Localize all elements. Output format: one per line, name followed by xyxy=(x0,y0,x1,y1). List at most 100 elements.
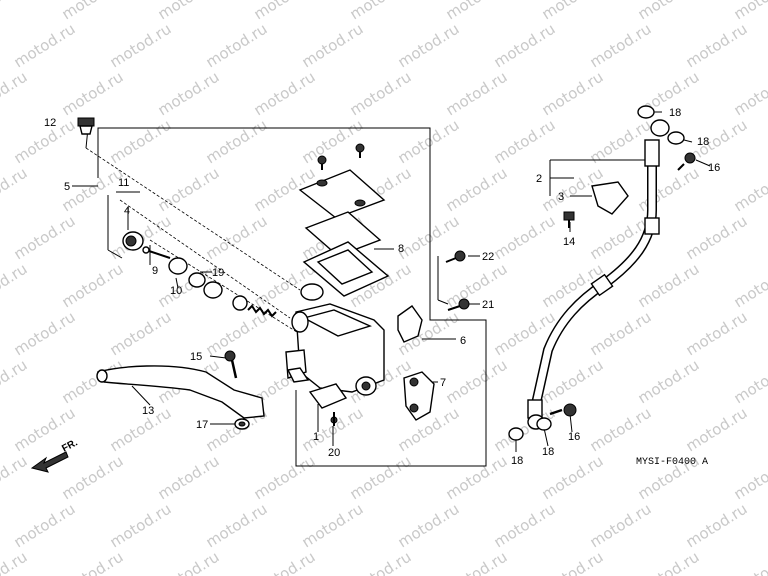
watermark-text: motod.ru xyxy=(443,548,511,576)
watermark-text: motod.ru xyxy=(0,164,30,216)
watermark-text: motod.ru xyxy=(155,452,223,504)
watermark-text: motod.ru xyxy=(635,260,703,312)
watermark-text: motod.ru xyxy=(0,68,30,120)
watermark-text: motod.ru xyxy=(11,20,79,72)
callout-label: 11 xyxy=(118,177,129,189)
watermark-text: motod.ru xyxy=(443,452,511,504)
watermark-text: motod.ru xyxy=(491,20,559,72)
watermark-text: motod.ru xyxy=(0,260,30,312)
front-direction-arrow xyxy=(30,451,69,473)
watermark-text: motod.ru xyxy=(683,212,751,264)
watermark-text: motod.ru xyxy=(0,548,30,576)
bolts-16 xyxy=(549,152,696,417)
diagram-code: MYSI-F0400 A xyxy=(636,457,708,468)
callout-label: 18 xyxy=(697,136,709,148)
watermark-text: motod.ru xyxy=(251,68,319,120)
callout-label: 7 xyxy=(440,377,446,389)
watermark-text: motod.ru xyxy=(395,212,463,264)
watermark-text: motod.ru xyxy=(107,404,175,456)
pushrod-9 xyxy=(142,246,171,259)
brake-hose-2 xyxy=(527,119,670,430)
watermark-text: motod.ru xyxy=(395,116,463,168)
callout-labels: 1234567891011121314151616171818181819202… xyxy=(44,107,720,467)
watermark-text: motod.ru xyxy=(731,0,768,23)
watermark-text: motod.ru xyxy=(587,500,655,552)
callout-label: 16 xyxy=(568,431,580,443)
watermark-text: motod.ru xyxy=(251,548,319,576)
watermark-text: motod.ru xyxy=(107,500,175,552)
callout-label: 18 xyxy=(511,455,523,467)
watermark-text: motod.ru xyxy=(491,500,559,552)
watermark-text: motod.ru xyxy=(0,356,30,408)
callout-label: 6 xyxy=(460,335,466,347)
callout-label: 20 xyxy=(328,447,340,459)
callout-label: 22 xyxy=(482,251,494,263)
watermark-text: motod.ru xyxy=(683,500,751,552)
callout-label: 5 xyxy=(64,181,70,193)
switch-1 xyxy=(308,383,348,426)
watermark-text: motod.ru xyxy=(635,548,703,576)
callout-label: 1 xyxy=(313,431,319,443)
watermark-text: motod.ru xyxy=(155,68,223,120)
watermark-text: motod.ru xyxy=(11,308,79,360)
callout-label: 13 xyxy=(142,405,154,417)
lever-13 xyxy=(96,365,265,419)
holder-6 xyxy=(397,305,423,343)
watermark-text: motod.ru xyxy=(155,164,223,216)
direction-label: FR. xyxy=(60,437,80,454)
bolt-12 xyxy=(77,117,95,135)
bolt-15 xyxy=(224,350,238,379)
watermark-text: motod.ru xyxy=(203,500,271,552)
watermark-text: motod.ru xyxy=(299,20,367,72)
callout-label: 12 xyxy=(44,117,56,129)
watermark-text: motod.ru xyxy=(491,212,559,264)
watermark-text: motod.ru xyxy=(107,308,175,360)
watermark-text: motod.ru xyxy=(683,404,751,456)
watermark-text: motod.ru xyxy=(59,452,127,504)
clamp-3 xyxy=(591,181,629,215)
watermark-text: motod.ru xyxy=(587,404,655,456)
piston-set-10 xyxy=(168,257,277,318)
watermark-text: motod.ru xyxy=(731,452,768,504)
boot-4 xyxy=(122,231,144,251)
callout-label: 9 xyxy=(152,265,158,277)
callout-label: 8 xyxy=(398,243,404,255)
master-cylinder-body xyxy=(285,303,385,396)
watermark-text: motod.ru xyxy=(395,500,463,552)
bolts-21-22 xyxy=(445,250,470,311)
watermark-text: motod.ru xyxy=(587,308,655,360)
watermark-text: motod.ru xyxy=(299,500,367,552)
callout-label: 21 xyxy=(482,299,494,311)
holder-7 xyxy=(403,371,435,421)
watermark-text: motod.ru xyxy=(347,68,415,120)
watermark-text: motod.ru xyxy=(635,164,703,216)
watermark-text: motod.ru xyxy=(203,116,271,168)
watermark-text: motod.ru xyxy=(491,116,559,168)
callout-label: 14 xyxy=(563,236,575,248)
plate-small xyxy=(300,283,324,301)
callout-label: 19 xyxy=(212,267,224,279)
watermark-text: motod.ru xyxy=(683,20,751,72)
callout-label: 17 xyxy=(196,419,208,431)
watermark-text: motod.ru xyxy=(731,68,768,120)
watermark-text: motod.ru xyxy=(539,68,607,120)
watermark-text: motod.ru xyxy=(683,308,751,360)
callout-label: 2 xyxy=(536,173,542,185)
watermark-text: motod.ru xyxy=(443,68,511,120)
callout-label: 15 xyxy=(190,351,202,363)
watermark-text: motod.ru xyxy=(107,20,175,72)
watermark-text: motod.ru xyxy=(59,68,127,120)
watermark-text: motod.ru xyxy=(731,164,768,216)
watermark-text: motod.ru xyxy=(539,548,607,576)
screw-14 xyxy=(563,211,575,228)
watermark-text: motod.ru xyxy=(203,308,271,360)
callout-label: 16 xyxy=(708,162,720,174)
callout-label: 4 xyxy=(124,205,130,217)
watermark-text: motod.ru xyxy=(59,548,127,576)
watermark-text: motod.ru xyxy=(203,212,271,264)
watermark-text: motod.ru xyxy=(539,452,607,504)
watermark-text: motod.ru xyxy=(0,452,30,504)
watermark-text: motod.ru xyxy=(347,452,415,504)
watermark-text: motod.ru xyxy=(731,548,768,576)
